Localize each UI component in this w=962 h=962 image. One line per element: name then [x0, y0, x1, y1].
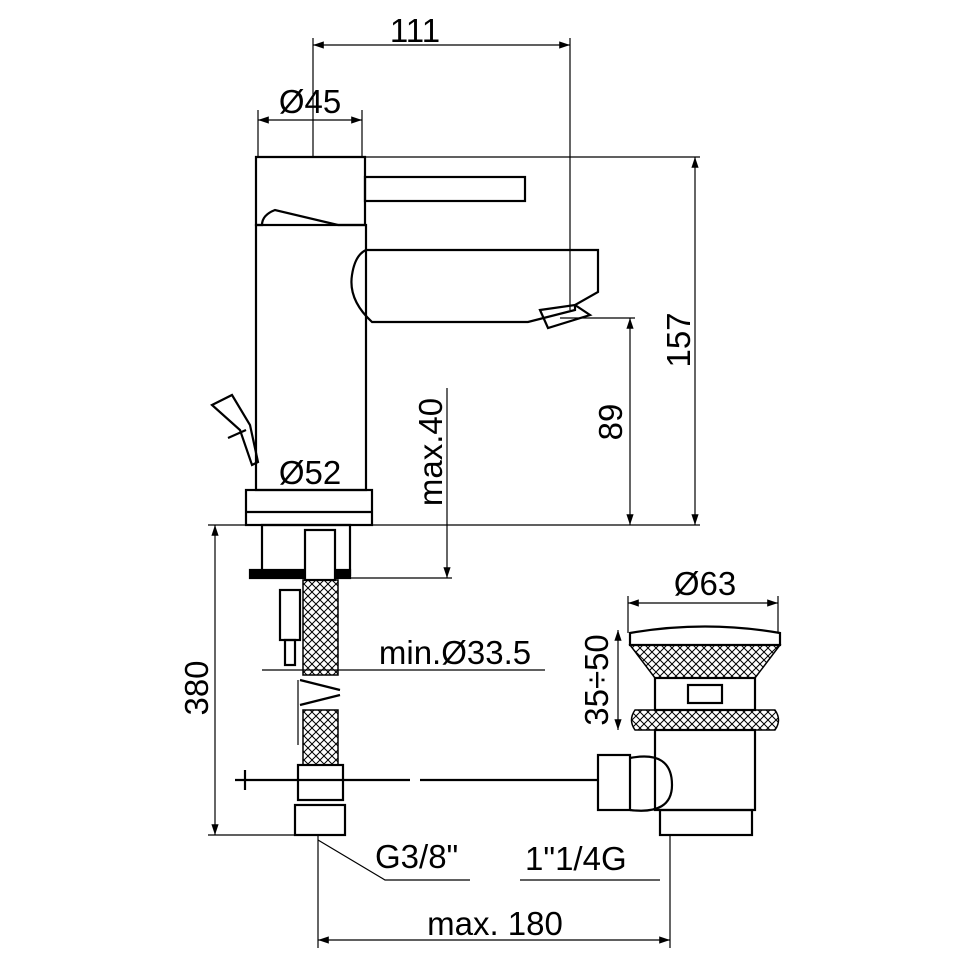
dim-hose-length: 380 — [178, 660, 215, 715]
pop-up-rod — [235, 770, 600, 790]
dim-drain-range: 35÷50 — [578, 634, 615, 726]
dim-total-height: 157 — [660, 312, 697, 367]
dim-lever-diameter: Ø45 — [279, 83, 341, 120]
dim-spout-reach: 111 — [390, 12, 440, 49]
dim-max-rod: max. 180 — [427, 905, 563, 942]
shank-and-hoses — [248, 523, 352, 837]
drain-assembly — [596, 625, 782, 837]
dim-min-hole: min.Ø33.5 — [379, 634, 531, 671]
dim-drain-diameter: Ø63 — [674, 565, 736, 602]
conn-hose-thread: G3/8" — [375, 838, 458, 875]
faucet-body — [210, 155, 600, 527]
conn-drain-thread: 1"1/4G — [525, 840, 627, 877]
dim-spout-height: 89 — [592, 404, 629, 441]
dimension-lines — [208, 38, 779, 948]
dim-max-deck-thickness: max.40 — [412, 398, 449, 506]
dim-base-diameter: Ø52 — [279, 454, 341, 491]
